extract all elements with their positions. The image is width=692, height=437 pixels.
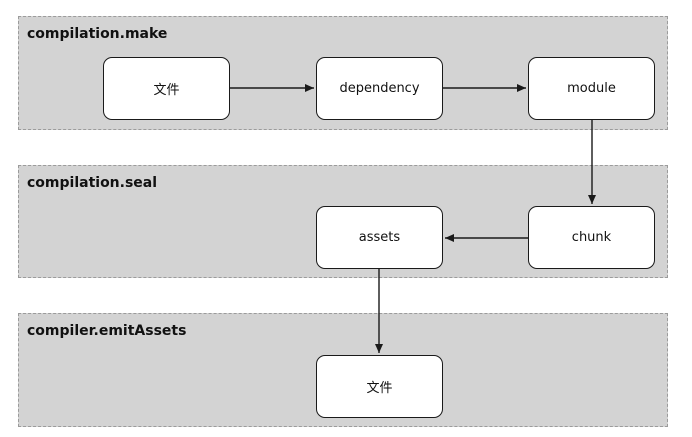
node-chunk: chunk (528, 206, 655, 269)
node-file-source: 文件 (103, 57, 230, 120)
phase-title-seal: compilation.seal (27, 175, 158, 191)
phase-title-emit: compiler.emitAssets (27, 323, 187, 339)
node-file-output: 文件 (316, 355, 443, 418)
node-assets: assets (316, 206, 443, 269)
node-module: module (528, 57, 655, 120)
phase-title-make: compilation.make (27, 26, 168, 42)
node-dependency: dependency (316, 57, 443, 120)
